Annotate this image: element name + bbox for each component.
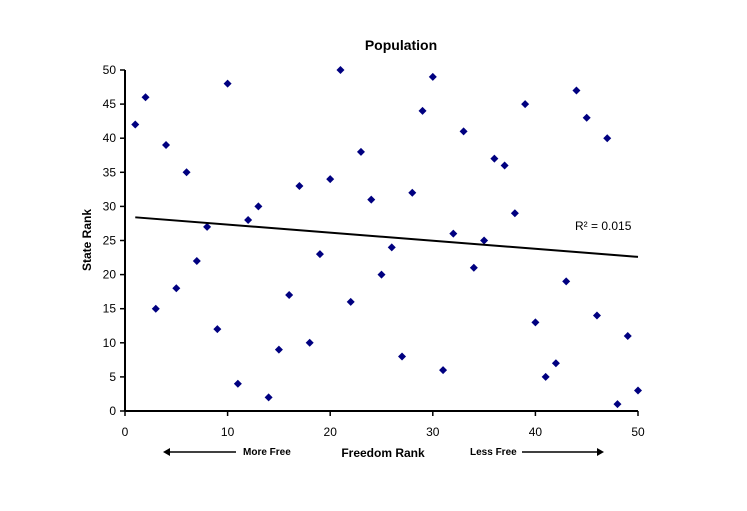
data-point [541, 372, 550, 381]
data-point [521, 100, 530, 109]
data-point [439, 366, 448, 375]
data-point [182, 168, 191, 177]
data-point [377, 270, 386, 279]
trendline [135, 216, 639, 258]
y-tick-label: 5 [109, 370, 116, 384]
data-point [613, 400, 622, 409]
data-point [295, 181, 304, 190]
data-point [264, 393, 273, 402]
data-point [254, 202, 263, 211]
r-squared-label: R² = 0.015 [575, 219, 632, 233]
x-tick-label: 50 [631, 425, 645, 439]
data-point [428, 72, 437, 81]
right-arrow-icon [597, 448, 604, 456]
data-point [346, 297, 355, 306]
y-tick-label: 10 [103, 336, 117, 350]
data-point [356, 147, 365, 156]
data-point [449, 229, 458, 238]
data-point [480, 236, 489, 245]
less-free-annotation: Less Free [470, 447, 604, 458]
less-free-label: Less Free [470, 447, 517, 458]
data-point [315, 250, 324, 259]
data-point [500, 161, 509, 170]
data-point [274, 345, 283, 354]
data-point [603, 134, 612, 143]
data-point [162, 141, 171, 150]
data-point [192, 256, 201, 265]
data-point [151, 304, 160, 313]
data-point [387, 243, 396, 252]
data-point [244, 216, 253, 225]
data-point [469, 263, 478, 272]
data-points [131, 66, 642, 409]
data-point [418, 106, 427, 115]
x-tick-label: 0 [122, 425, 129, 439]
data-point [408, 188, 417, 197]
y-tick-label: 35 [103, 165, 117, 179]
x-tick-label: 30 [426, 425, 440, 439]
chart-title: Population [365, 37, 437, 53]
data-point [398, 352, 407, 361]
more-free-label: More Free [243, 447, 291, 458]
x-tick-label: 10 [221, 425, 235, 439]
data-point [582, 113, 591, 122]
x-tick-label: 20 [324, 425, 338, 439]
data-point [141, 93, 150, 102]
y-tick-label: 15 [103, 302, 117, 316]
data-point [131, 120, 140, 129]
more-free-annotation: More Free [163, 447, 291, 458]
x-axis: 0 10 20 30 40 50 [122, 410, 645, 439]
y-tick-label: 20 [103, 268, 117, 282]
data-point [623, 331, 632, 340]
left-arrow-icon [163, 448, 170, 456]
y-tick-label: 50 [103, 63, 117, 77]
y-tick-label: 45 [103, 97, 117, 111]
data-point [172, 284, 181, 293]
data-point [531, 318, 540, 327]
data-point [233, 379, 242, 388]
data-point [634, 386, 642, 395]
y-axis-label: State Rank [80, 209, 94, 271]
data-point [203, 222, 212, 231]
x-tick-label: 40 [529, 425, 543, 439]
y-tick-label: 25 [103, 234, 117, 248]
data-point [592, 311, 601, 320]
data-point [326, 175, 335, 184]
y-tick-label: 0 [109, 404, 116, 418]
data-point [285, 291, 294, 300]
data-point [305, 338, 314, 347]
data-point [562, 277, 571, 286]
data-point [459, 127, 468, 136]
data-point [572, 86, 581, 95]
data-point [551, 359, 560, 368]
data-point [510, 209, 519, 218]
y-tick-label: 30 [103, 199, 117, 213]
data-point [490, 154, 499, 163]
data-point [336, 66, 345, 74]
data-point [223, 79, 232, 88]
data-point [213, 325, 222, 334]
x-axis-label: Freedom Rank [341, 446, 425, 460]
y-tick-label: 40 [103, 131, 117, 145]
data-point [367, 195, 376, 204]
y-axis: 0 5 10 15 20 25 30 35 40 45 50 [103, 63, 126, 418]
